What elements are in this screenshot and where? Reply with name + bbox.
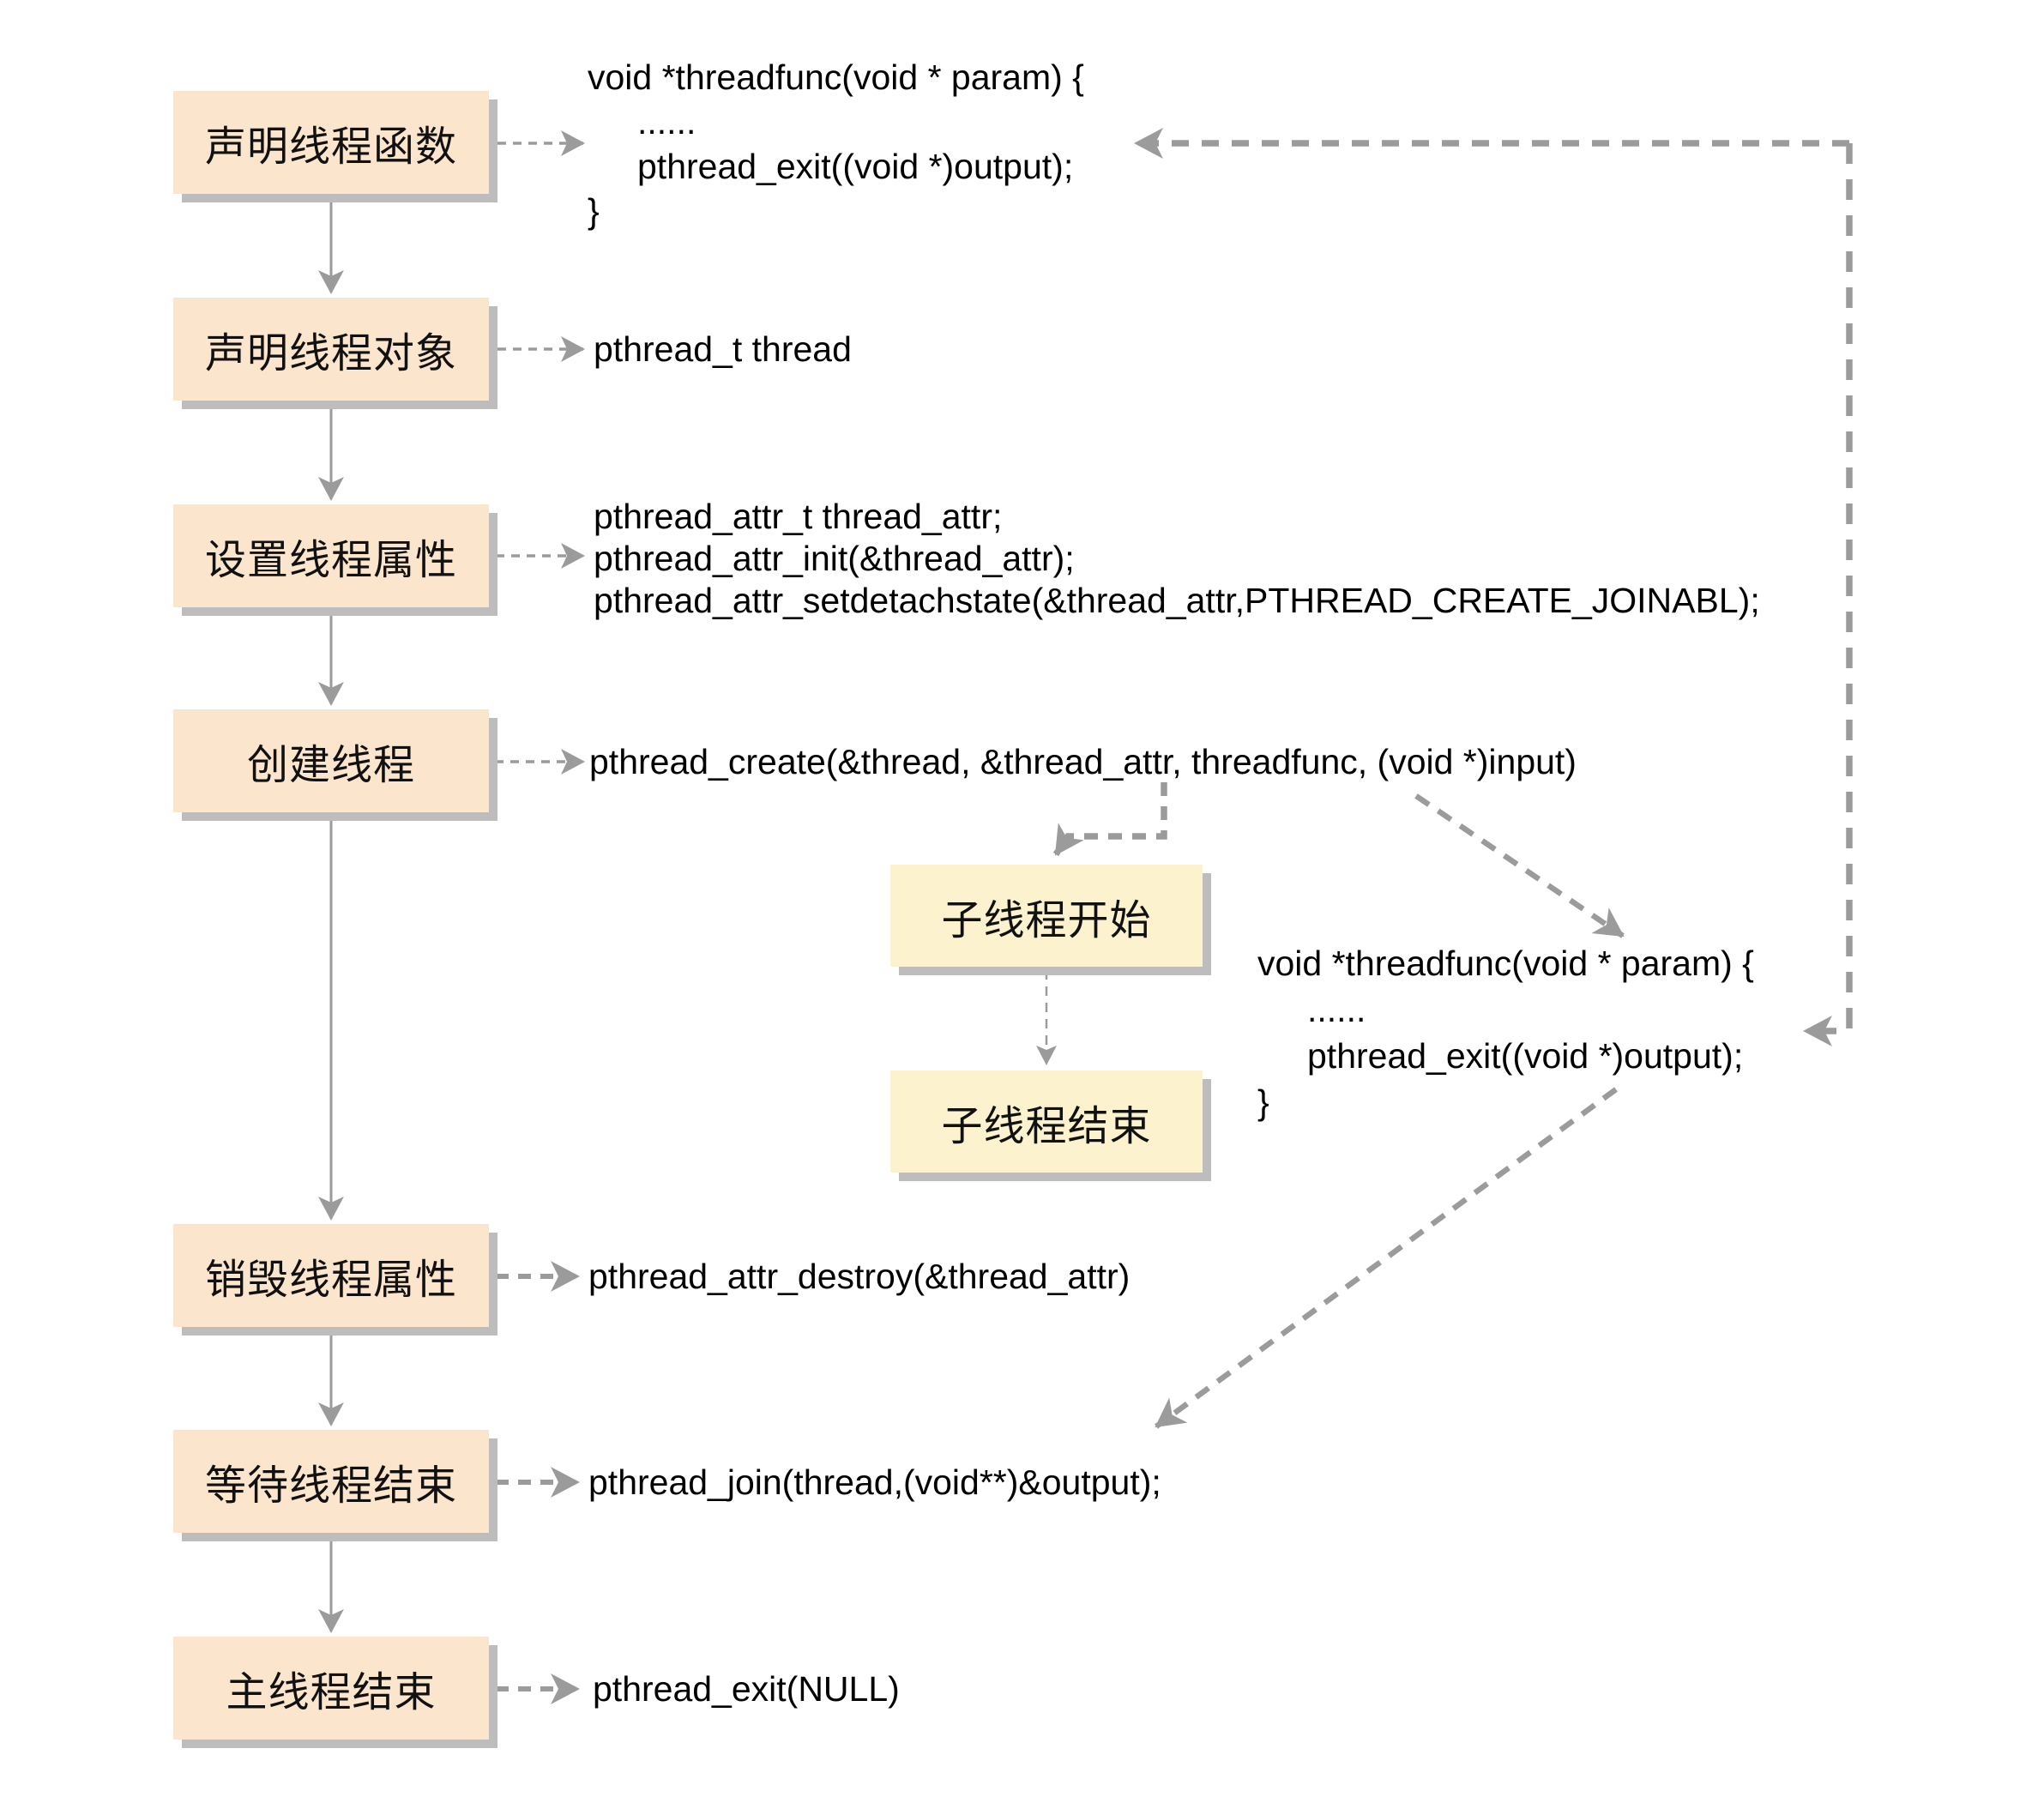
code-line: ...... [1307,990,1366,1029]
thread-box-label: 子线程结束 [941,1103,1152,1149]
flow-box-label: 销毁线程属性 [204,1257,457,1303]
thread-box-child-start: 子线程开始 [890,865,1203,967]
flow-box-declare-thread-obj: 声明线程对象 [173,298,489,401]
code-line: pthread_exit((void *)output); [637,147,1074,186]
connector-create-to-child-start [1052,782,1167,857]
flow-box-label: 等待线程结束 [204,1463,457,1509]
flow-box-main-thread-end: 主线程结束 [173,1637,489,1740]
flow-box-label: 声明线程对象 [204,331,457,377]
code-line: pthread_attr_init(&thread_attr); [594,539,1075,578]
flow-box-label: 创建线程 [246,743,415,788]
code-line: pthread_attr_t thread_attr; [594,497,1003,536]
code-line: void *threadfunc(void * param) { [1257,944,1754,983]
code-line: pthread_attr_setdetachstate(&thread_attr… [594,581,1760,620]
thread-box-label: 子线程开始 [941,897,1152,944]
connector-threadfunc-to-join [1155,1087,1618,1429]
code-thread-obj: pthread_t thread [594,329,852,369]
thread-box-child-end: 子线程结束 [890,1070,1203,1173]
code-line: pthread_exit((void *)output); [1307,1036,1744,1076]
flow-box-label: 声明线程函数 [204,124,457,170]
flow-box-set-thread-attr: 设置线程属性 [173,504,489,607]
flow-box-wait-thread-end: 等待线程结束 [173,1430,489,1533]
code-line: void *threadfunc(void * param) { [588,57,1084,97]
code-create: pthread_create(&thread, &thread_attr, th… [589,742,1577,781]
code-line: ...... [637,102,696,142]
code-join: pthread_join(thread,(void**)&output); [588,1462,1161,1502]
connector-feedback-side [1803,143,1853,1046]
code-block-threadfunc-impl: void *threadfunc(void * param) { ...... … [1257,940,1754,1125]
code-line: } [1257,1082,1269,1122]
connector-create-to-threadfunc [1414,793,1625,938]
code-block-threadfunc-decl: void *threadfunc(void * param) { ...... … [588,55,1084,233]
code-attr-destroy: pthread_attr_destroy(&thread_attr) [588,1257,1131,1296]
flow-box-destroy-thread-attr: 销毁线程属性 [173,1224,489,1327]
code-line: } [588,191,600,231]
flow-box-label: 主线程结束 [226,1670,437,1716]
flow-box-create-thread: 创建线程 [173,709,489,812]
code-block-attr: pthread_attr_t thread_attr; pthread_attr… [594,496,1760,622]
flow-box-label: 设置线程属性 [204,538,457,583]
code-exit-main: pthread_exit(NULL) [593,1669,900,1709]
flow-box-declare-thread-func: 声明线程函数 [173,91,489,194]
